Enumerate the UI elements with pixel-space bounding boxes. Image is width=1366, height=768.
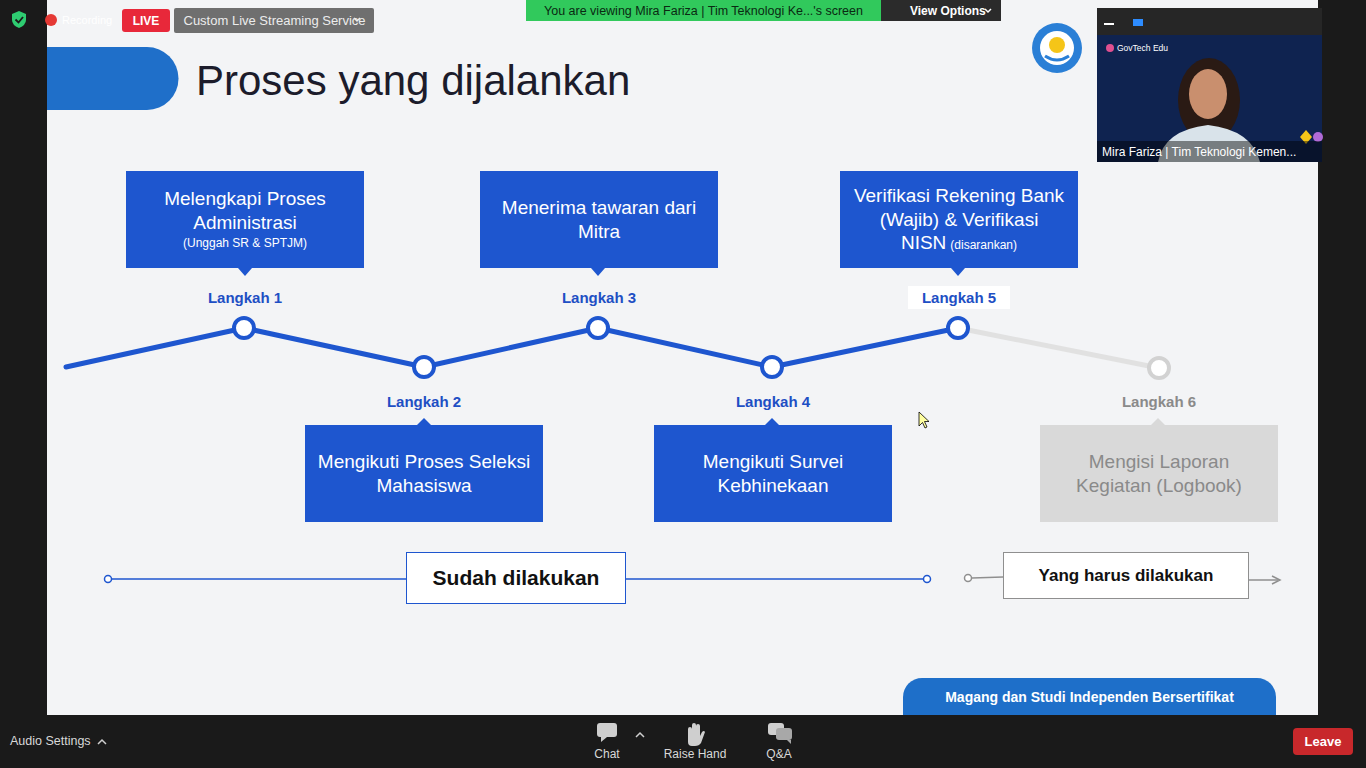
text-wrap: View Options <box>910 4 986 18</box>
text-wrap: Mengikuti Survei Kebhinekaan <box>666 450 880 498</box>
text-wrap: LIVE <box>133 14 160 28</box>
step-label-text: Langkah 1 <box>194 286 296 309</box>
step-label-text: Langkah 6 <box>1108 390 1210 413</box>
step-box: Menerima tawaran dari MitraLangkah 3 <box>480 171 718 268</box>
box-text: Custom Live Streaming Service <box>184 13 366 28</box>
text-wrap: Leave <box>1305 734 1342 749</box>
text-wrap: Sudah dilakukan <box>433 566 600 590</box>
phase-box: Yang harus dilakukan <box>1003 552 1249 599</box>
phase-box: Sudah dilakukan <box>406 552 626 604</box>
step-label-text: Langkah 3 <box>548 286 650 309</box>
step-label-text: Langkah 4 <box>722 390 824 413</box>
step-box: Melengkapi Proses Administrasi(Unggah SR… <box>126 171 364 268</box>
screen-share-banner: You are viewing Mira Fariza | Tim Teknol… <box>526 0 881 21</box>
step-note: (disarankan) <box>950 238 1017 252</box>
box-text: View Options <box>910 4 986 18</box>
step-text: Melengkapi Proses Administrasi <box>138 187 352 235</box>
step-label: Langkah 2 <box>285 393 563 410</box>
participant-name: Mira Fariza | Tim Teknologi Kemen... <box>1102 145 1296 159</box>
video-watermark: GovTech Edu <box>1117 43 1168 53</box>
toolbar-button: Q&A <box>766 747 791 761</box>
toolbar-button: Raise Hand <box>664 747 727 761</box>
text-wrap: Custom Live Streaming Service <box>184 13 366 28</box>
step-label: Langkah 3 <box>460 289 738 306</box>
text-wrap: Yang harus dilakukan <box>1039 566 1214 586</box>
step-text: Mengisi Laporan Kegiatan (Logbook) <box>1052 450 1266 498</box>
toolbar-button: Chat <box>594 747 619 761</box>
box-text: LIVE <box>133 14 160 28</box>
step-text: Menerima tawaran dari Mitra <box>492 196 706 244</box>
step-text: Mengikuti Proses Seleksi Mahasiswa <box>317 450 531 498</box>
view-options-button: View Options <box>881 0 1001 21</box>
step-label: Langkah 1 <box>106 289 384 306</box>
recording-indicator: Recording <box>62 14 112 26</box>
step-label-text: Langkah 5 <box>908 286 1010 309</box>
box-text: Magang dan Studi Independen Bersertifika… <box>945 689 1234 705</box>
footer-band: Magang dan Studi Independen Bersertifika… <box>903 678 1276 715</box>
box-text: Sudah dilakukan <box>433 566 600 590</box>
text-wrap: Menerima tawaran dari Mitra <box>492 196 706 244</box>
step-box: Mengikuti Survei KebhinekaanLangkah 4 <box>654 425 892 522</box>
text-wrap: Melengkapi Proses Administrasi(Unggah SR… <box>138 187 352 251</box>
step-text: Mengikuti Survei Kebhinekaan <box>666 450 880 498</box>
step-label: Langkah 6 <box>1020 393 1298 410</box>
dropdown-button: Custom Live Streaming Service <box>174 8 374 33</box>
box-text: Yang harus dilakukan <box>1039 566 1214 586</box>
text-wrap: Verifikasi Rekening Bank (Wajib) & Verif… <box>852 184 1066 255</box>
step-note: (Unggah SR & SPTJM) <box>138 235 352 252</box>
text-wrap: Mengisi Laporan Kegiatan (Logbook) <box>1052 450 1266 498</box>
step-label: Langkah 4 <box>634 393 912 410</box>
step-box: Mengikuti Proses Seleksi MahasiswaLangka… <box>305 425 543 522</box>
step-label: Langkah 5 <box>820 289 1098 306</box>
live-badge: LIVE <box>122 9 170 32</box>
slide-title: Proses yang dijalankan <box>196 57 630 105</box>
text-wrap: Magang dan Studi Independen Bersertifika… <box>945 689 1234 705</box>
box-text: You are viewing Mira Fariza | Tim Teknol… <box>544 4 863 18</box>
pending-step-box: Mengisi Laporan Kegiatan (Logbook)Langka… <box>1040 425 1278 522</box>
text-wrap: You are viewing Mira Fariza | Tim Teknol… <box>544 4 863 18</box>
text-wrap: Mengikuti Proses Seleksi Mahasiswa <box>317 450 531 498</box>
box-text: Leave <box>1305 734 1342 749</box>
step-box: Verifikasi Rekening Bank (Wajib) & Verif… <box>840 171 1078 268</box>
toolbar-button: Audio Settings <box>10 734 91 748</box>
leave-button: Leave <box>1293 728 1353 755</box>
step-label-text: Langkah 2 <box>373 390 475 413</box>
